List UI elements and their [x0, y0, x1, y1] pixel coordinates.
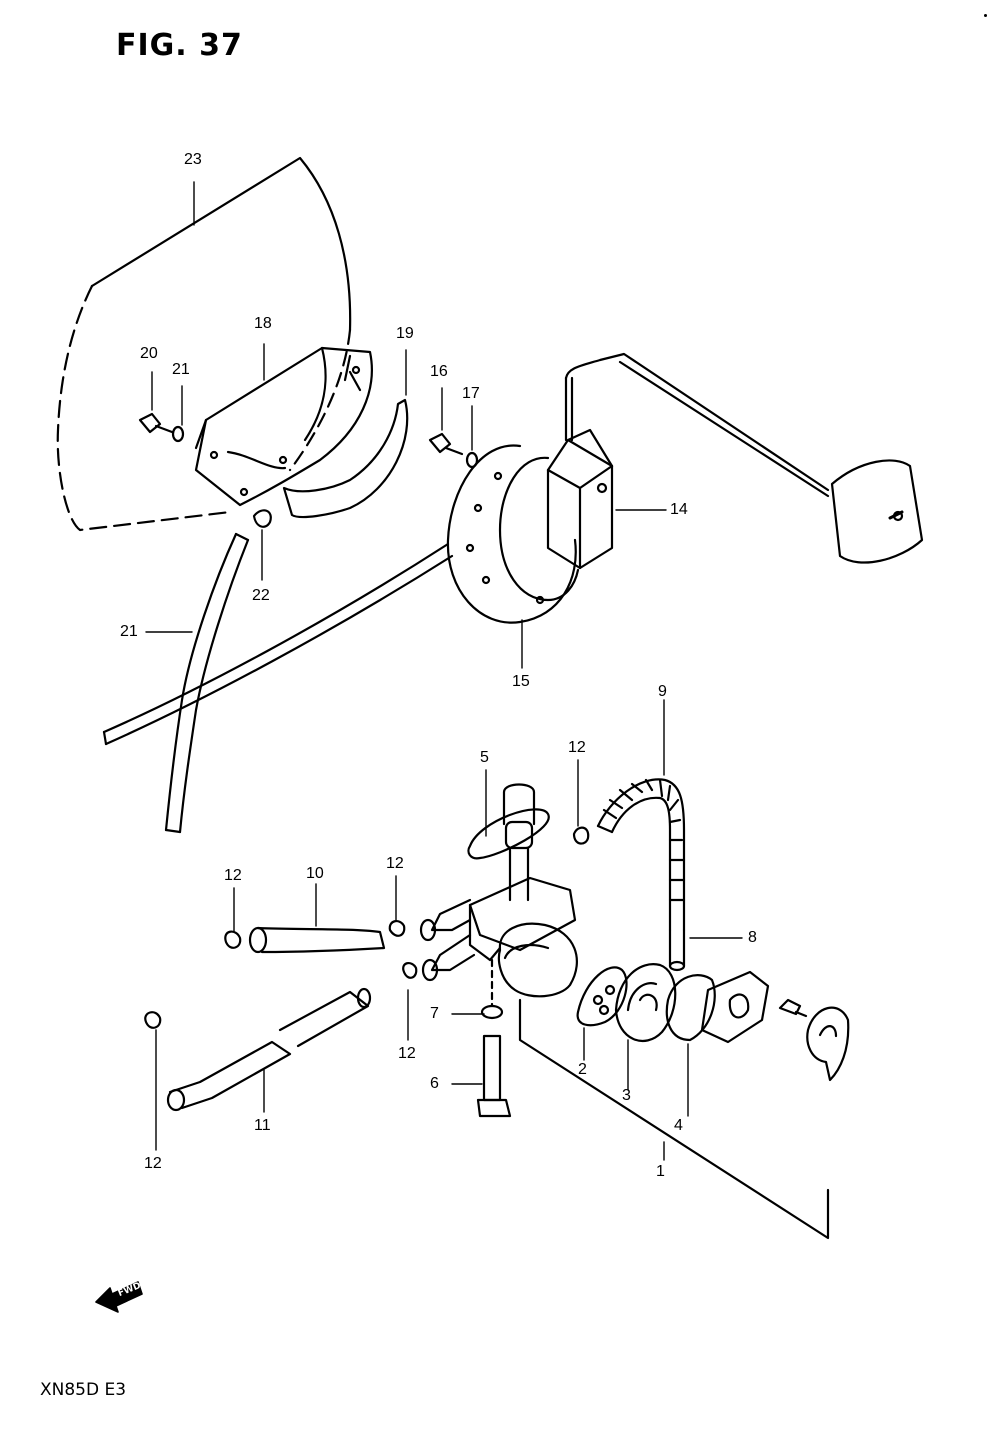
callout-22: 22 [252, 587, 270, 604]
part-18-gasket [282, 398, 409, 519]
callout-19: 20 [140, 345, 158, 362]
part-17-bracket [194, 346, 373, 507]
part-12-clip-left [224, 930, 242, 949]
part-1-group-bracket [518, 998, 830, 1240]
callout-20: 21 [172, 361, 190, 378]
callout-4: 4 [674, 1117, 683, 1134]
part-20-washer [171, 425, 185, 443]
part-1-fuel-cock-body [419, 876, 578, 998]
part-12-clip-mid [388, 920, 406, 937]
model-code: XN85D E3 [40, 1380, 127, 1400]
part-12-clip-upper [572, 826, 590, 845]
callout-12-upper: 12 [568, 739, 586, 756]
callout-9: 9 [658, 683, 667, 700]
callout-1: 1 [656, 1163, 665, 1180]
part-9-corrugated-hose [596, 778, 686, 972]
figure-title: FIG. 37 [116, 28, 243, 63]
part-10-hose [248, 926, 386, 954]
callout-7: 7 [430, 1005, 439, 1022]
callout-23: 23 [184, 151, 202, 168]
part-2-filter-disc [576, 966, 628, 1027]
part-3-strainer-cup [614, 963, 677, 1042]
callout-21: 21 [120, 623, 138, 640]
callout-10: 10 [306, 865, 324, 882]
callout-12-lower: 12 [398, 1045, 416, 1062]
callout-6: 6 [430, 1075, 439, 1092]
callout-17: 18 [254, 315, 272, 332]
callout-12-mid: 12 [386, 855, 404, 872]
callout-12-left: 12 [224, 867, 242, 884]
part-5-lever-and-seal [467, 783, 550, 902]
part-4-gasket [665, 974, 716, 1042]
part-21-breather-hose [102, 532, 454, 834]
callout-18: 19 [396, 325, 414, 342]
part-23-tank-outline [56, 156, 352, 532]
part-11-hose [166, 987, 372, 1112]
callout-11: 11 [254, 1117, 271, 1134]
callout-14: 15 [512, 673, 530, 690]
part-16-washer [465, 451, 479, 469]
corner-dot [984, 14, 987, 17]
part-13-sender-unit [546, 352, 924, 570]
part-1-lever-knob [806, 1006, 850, 1082]
part-19-bolt [138, 412, 174, 434]
part-22-clip [252, 509, 272, 528]
part-15-bolt [428, 432, 464, 456]
fwd-arrow [95, 1281, 143, 1313]
part-12-clip-lower [402, 962, 418, 979]
callout-5: 5 [480, 749, 489, 766]
part-6-bolt [476, 1034, 512, 1118]
leader-lines [145, 181, 743, 1161]
callout-2: 2 [578, 1061, 587, 1078]
callout-16: 17 [462, 385, 480, 402]
callout-12-bottom: 12 [144, 1155, 162, 1172]
part-7-washer [480, 1004, 504, 1020]
callout-8: 8 [748, 929, 757, 946]
part-12-clip-bottom [144, 1011, 162, 1029]
callout-3: 3 [622, 1087, 631, 1104]
part-14-flange [446, 444, 580, 624]
callout-15: 16 [430, 363, 448, 380]
part-1-screw [778, 998, 808, 1018]
callout-13: 14 [670, 501, 688, 518]
part-1-cover-plate [700, 970, 770, 1044]
